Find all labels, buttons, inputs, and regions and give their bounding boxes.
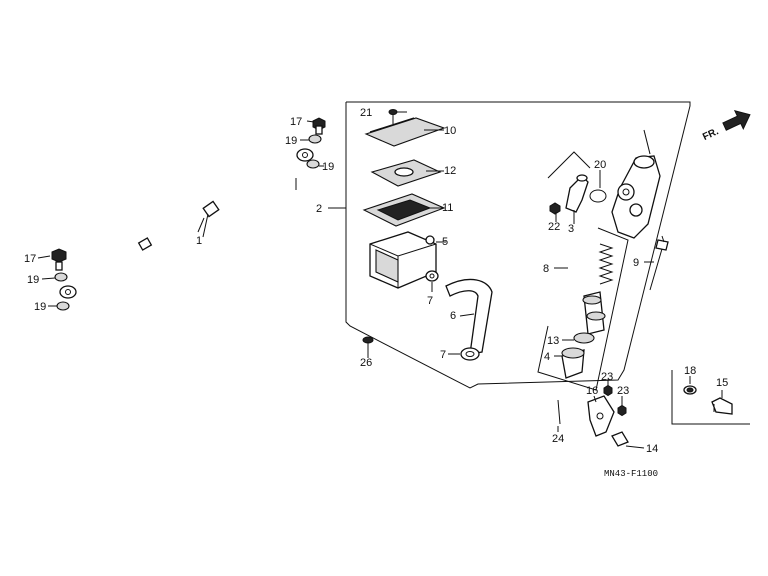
callout-10: 10 [444, 125, 456, 137]
reservoir-body-5 [369, 231, 437, 289]
assembly-outline [345, 101, 691, 389]
pin-24 [557, 399, 561, 425]
callout-19-c: 19 [27, 274, 39, 286]
spring [598, 243, 614, 285]
callout-26: 26 [360, 357, 372, 369]
figure-code: MN43-F1100 [604, 469, 658, 479]
callout-4: 4 [544, 351, 550, 363]
front-direction-label: FR. [701, 126, 720, 143]
nut-23-b [617, 404, 627, 417]
callout-12: 12 [444, 165, 456, 177]
callout-13: 13 [547, 335, 559, 347]
callout-7-upper: 7 [427, 295, 433, 307]
callout-14: 14 [646, 443, 658, 455]
nut-22 [549, 202, 561, 215]
washer-19-upper [308, 134, 322, 144]
callout-21: 21 [360, 107, 372, 119]
callout-20: 20 [594, 159, 606, 171]
joint-3 [565, 174, 589, 213]
callout-8: 8 [543, 263, 549, 275]
front-direction-arrow: FR. [701, 109, 751, 143]
callout-2: 2 [316, 203, 322, 215]
callout-6: 6 [450, 310, 456, 322]
nut-23-a [603, 384, 613, 397]
washer-19-upper-b [306, 159, 320, 169]
screw-26 [362, 336, 374, 352]
callout-18: 18 [684, 365, 696, 377]
bolt-14 [611, 431, 629, 447]
callout-19-d: 19 [34, 301, 46, 313]
piston [582, 291, 606, 335]
callout-23-b: 23 [617, 385, 629, 397]
washer-13 [573, 332, 595, 344]
brake-hose [59, 148, 314, 299]
reservoir-cap-10 [364, 117, 446, 147]
callout-17-lower: 17 [24, 253, 36, 265]
callout-17-upper: 17 [290, 116, 302, 128]
washer-18 [683, 385, 697, 395]
master-cylinder-body [611, 129, 661, 239]
callout-3: 3 [568, 223, 574, 235]
piston-kit-outline [537, 227, 629, 391]
bolt-17-upper [312, 117, 326, 135]
callout-7-lower: 7 [440, 349, 446, 361]
callout-5: 5 [442, 236, 448, 248]
callout-11: 11 [442, 202, 453, 214]
washer-19-lower [54, 272, 68, 282]
callout-23-a: 23 [601, 371, 613, 383]
push-rod-9 [649, 235, 669, 291]
washer-19-lower-b [56, 301, 70, 311]
callout-1: 1 [196, 235, 202, 247]
callout-24: 24 [552, 433, 564, 445]
hose-clip-7-lower [460, 347, 480, 361]
callout-15: 15 [716, 377, 728, 389]
callout-16: 16 [586, 385, 598, 397]
callout-9: 9 [633, 257, 639, 269]
callout-19-a: 19 [285, 135, 297, 147]
screw-21 [388, 109, 398, 124]
group-3-outline [547, 151, 591, 179]
leader-lines [37, 111, 723, 449]
callout-22: 22 [548, 221, 560, 233]
bolt-15 [711, 397, 733, 415]
callout-19-b: 19 [322, 161, 334, 173]
o-ring-20 [589, 189, 607, 203]
clevis-16 [587, 395, 615, 437]
boot-4 [561, 347, 585, 379]
callouts: 1 2 3 4 5 6 7 7 8 9 10 11 12 13 14 15 16… [24, 107, 728, 455]
bracket-outline [671, 370, 750, 425]
hose-clip-7-upper [425, 270, 439, 282]
bolt-17-lower [51, 248, 67, 271]
